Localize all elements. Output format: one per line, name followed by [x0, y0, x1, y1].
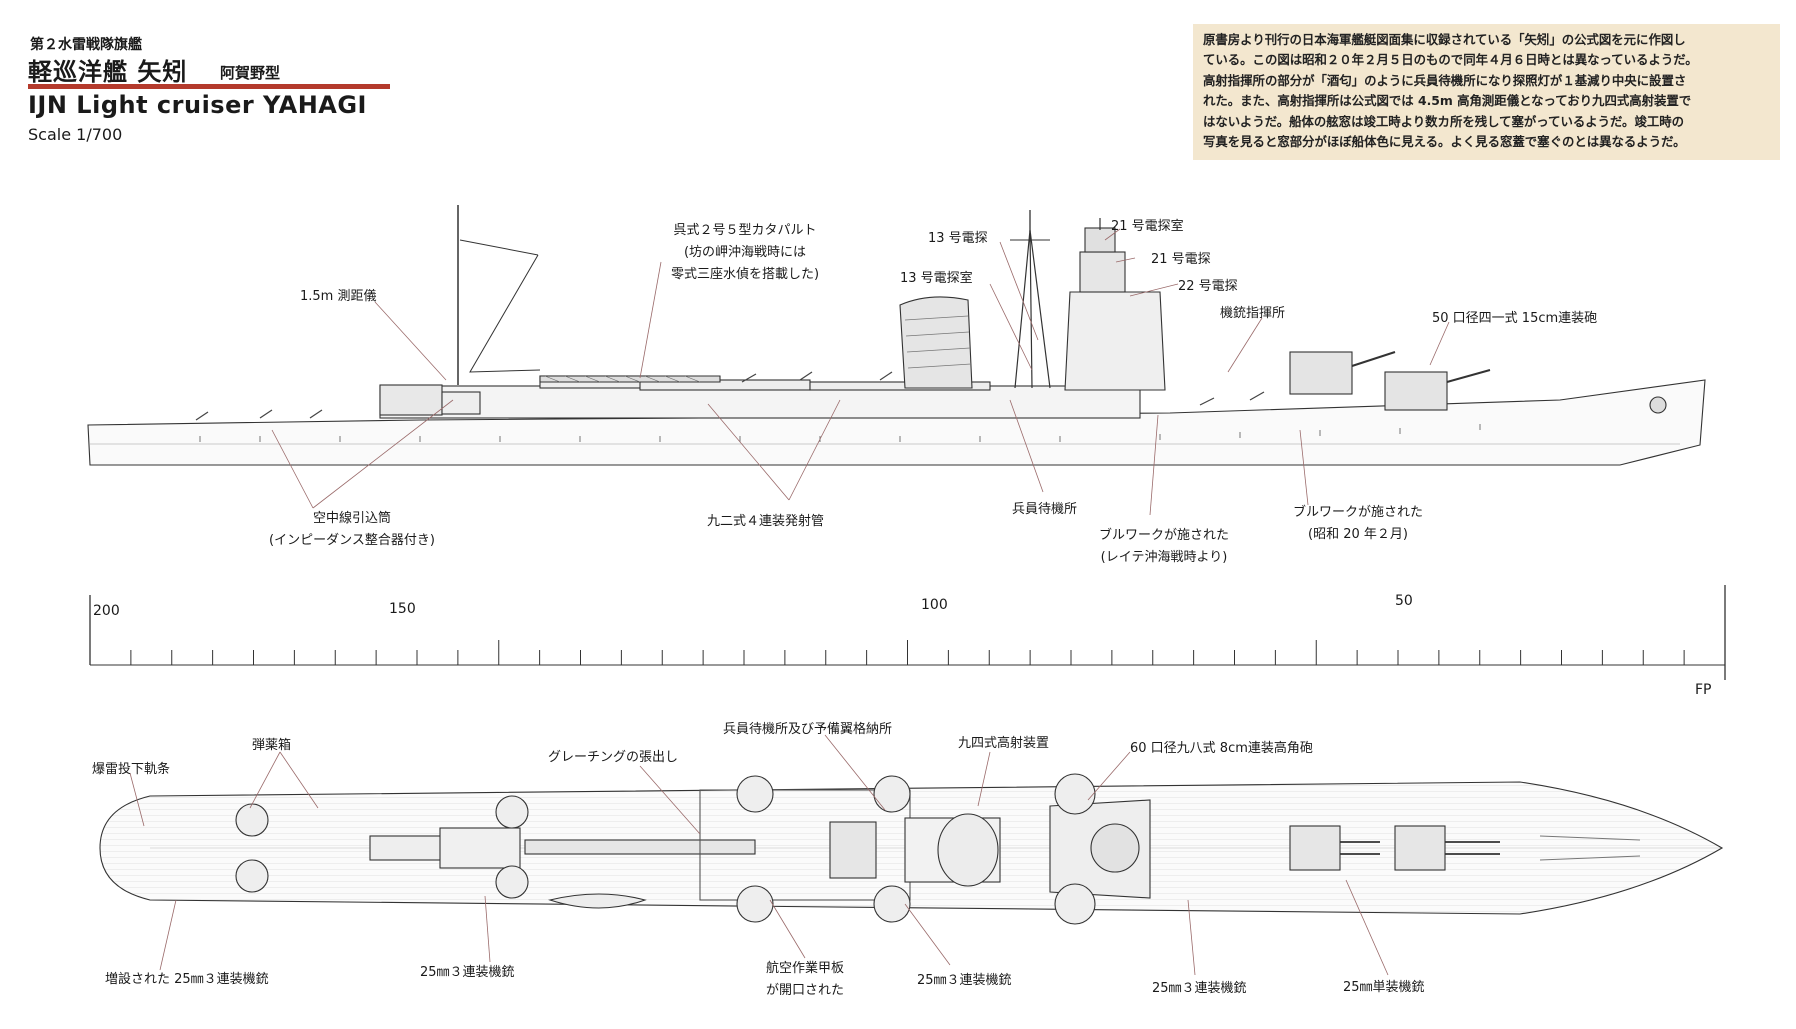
ruler-label-150: 150: [389, 601, 416, 617]
profile-aft-turret: [379, 384, 443, 416]
ruler-label-50: 50: [1395, 593, 1413, 609]
profile-fwd-turret-2: [1289, 351, 1353, 395]
label-torpedo: 九二式４連装発射管: [707, 514, 825, 529]
profile-superstructure: [379, 385, 1141, 419]
note-box: 原書房より刊行の日本海軍艦艇図面集に収録されている「矢矧」の公式図を元に作図し …: [1193, 24, 1780, 160]
profile-fwd-turret-1: [1384, 371, 1448, 411]
profile-catapult: [539, 375, 721, 383]
label-aviation-line: が開口された: [765, 983, 845, 998]
label-mg-director: 機銃指揮所: [1220, 306, 1286, 321]
label-bulwark-a: ブルワークが施された (レイテ沖海戦時より): [1099, 525, 1229, 569]
plan-fwd-turret-1: [1394, 825, 1446, 871]
plan-fwd-turret-2: [1289, 825, 1341, 871]
label-aa-gun: 60 口径九八式 8cm連装高角砲: [1130, 741, 1313, 756]
label-mg25-b: 25㎜３連装機銃: [917, 973, 1012, 988]
label-main-gun: 50 口径四一式 15cm連装砲: [1432, 311, 1598, 326]
scale-ruler: [89, 585, 1726, 680]
plan-torpedo-tubes: [829, 821, 877, 879]
label-bulwark-line: ブルワークが施された: [1098, 528, 1230, 543]
label-mg25-a: 25㎜３連装機銃: [420, 965, 515, 980]
header-subtitle: 第２水雷戦隊旗艦: [30, 37, 142, 53]
label-rangefinder: 1.5m 測距儀: [300, 289, 377, 304]
header-title-jp: 軽巡洋艦 矢矧: [28, 58, 188, 86]
note-line: 高射指揮所の部分が「酒匂」のように兵員待機所になり探照灯が１基減り中央に設置さ: [1203, 72, 1687, 88]
plan-funnel: [937, 813, 999, 887]
label-bulwark-b: ブルワークが施された (昭和 20 年２月): [1293, 502, 1423, 546]
label-catapult-line: 零式三座水偵を搭載した): [670, 267, 820, 282]
label-antenna-line: (インピーダンス整合器付き): [269, 533, 435, 548]
ruler-label-200: 200: [93, 603, 120, 619]
label-radar21-room: 21 号電探室: [1111, 219, 1184, 234]
plan-boat: [547, 893, 647, 909]
label-mg25-c: 25㎜３連装機銃: [1152, 981, 1247, 996]
label-bulwark-line: ブルワークが施された: [1292, 505, 1424, 520]
plan-view: [99, 773, 1724, 925]
label-radar13-room: 13 号電探室: [900, 271, 973, 286]
note-line: れた。また、高射指揮所は公式図では 4.5m 高角測距儀となっており九四式高射装…: [1203, 93, 1692, 109]
scale-label: Scale 1/700: [28, 125, 123, 144]
label-radar22: 22 号電探: [1178, 279, 1238, 294]
header-class-jp: 阿賀野型: [220, 64, 281, 82]
label-depth-charge: 爆雷投下軌条: [92, 762, 171, 777]
label-grating: グレーチングの張出し: [548, 750, 679, 765]
label-aviation-deck: 航空作業甲板 が開口された: [766, 958, 844, 1002]
note-line: ている。この図は昭和２０年２月５日のもので同年４月６日時とは異なっているようだ。: [1203, 52, 1698, 68]
label-radar13: 13 号電探: [928, 231, 988, 246]
label-added-25mm: 増設された 25㎜３連装機銃: [105, 972, 269, 987]
label-ammo-box: 弾薬箱: [252, 738, 292, 753]
header-title-en: IJN Light cruiser YAHAGI: [28, 91, 367, 119]
note-line: はないようだ。船体の舷窓は竣工時より数カ所を残して塞がっているようだ。竣工時の: [1203, 113, 1685, 129]
label-aviation-line: 航空作業甲板: [765, 961, 845, 976]
label-crew-spare: 兵員待機所及び予備翼格納所: [723, 722, 893, 737]
side-profile: [87, 205, 1706, 466]
title-underline: [28, 84, 390, 89]
note-line: 原書房より刊行の日本海軍艦艇図面集に収録されている「矢矧」の公式図を元に作図し: [1203, 32, 1686, 47]
label-bulwark-line: (レイテ沖海戦時より): [1100, 550, 1228, 565]
label-bulwark-line: (昭和 20 年２月): [1308, 527, 1408, 542]
ruler-label-100: 100: [921, 597, 948, 613]
plan-catapult: [524, 839, 756, 855]
label-catapult-line: (坊の岬沖海戦時には: [683, 245, 807, 260]
label-antenna: 空中線引込筒 (インピーダンス整合器付き): [269, 508, 435, 552]
label-mg25-single: 25㎜単装機銃: [1343, 980, 1425, 995]
label-radar21: 21 号電探: [1151, 252, 1211, 267]
label-catapult: 呉式２号５型カタパルト (坊の岬沖海戦時には 零式三座水偵を搭載した): [671, 220, 819, 286]
note-line: 写真を見ると窓部分がほぼ船体色に見える。よく見る窓蓋で塞ぐのとは異なるようだ。: [1203, 134, 1686, 150]
label-catapult-line: 呉式２号５型カタパルト: [673, 223, 817, 238]
ruler-label-fp: FP: [1695, 682, 1712, 698]
label-crew-waiting: 兵員待機所: [1012, 502, 1078, 517]
label-type94: 九四式高射装置: [958, 736, 1050, 751]
profile-foremast: [1014, 229, 1051, 389]
plan-aft-turret: [369, 835, 443, 861]
profile-funnel: [899, 296, 973, 389]
profile-bridge: [1064, 291, 1166, 391]
label-antenna-line: 空中線引込筒: [312, 511, 392, 526]
